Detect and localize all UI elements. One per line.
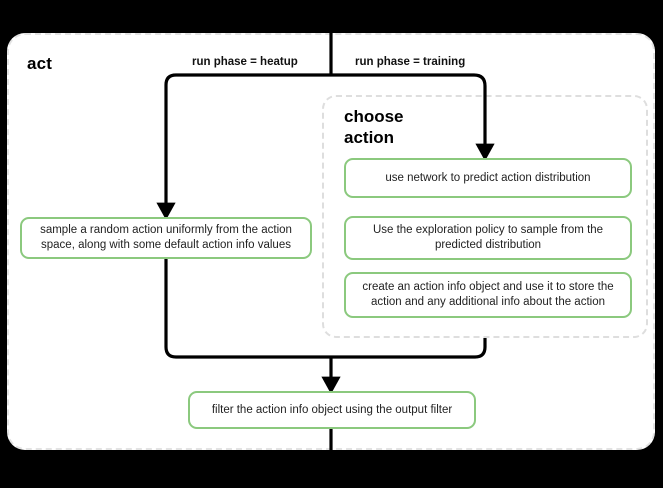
node-filter-action-info[interactable]: filter the action info object using the … [188, 391, 476, 429]
node-sample-random-action[interactable]: sample a random action uniformly from th… [20, 217, 312, 259]
edge-label-training: run phase = training [355, 56, 466, 68]
node-create-action-info[interactable]: create an action info object and use it … [344, 272, 632, 318]
act-title: act [27, 54, 53, 73]
edge-label-heatup: run phase = heatup [192, 56, 298, 68]
choose-action-title: choose action [344, 106, 494, 148]
node-exploration-policy[interactable]: Use the exploration policy to sample fro… [344, 216, 632, 260]
choose-action-title-line1: choose [344, 107, 404, 126]
node-use-network[interactable]: use network to predict action distributi… [344, 158, 632, 198]
choose-action-title-line2: action [344, 128, 395, 147]
